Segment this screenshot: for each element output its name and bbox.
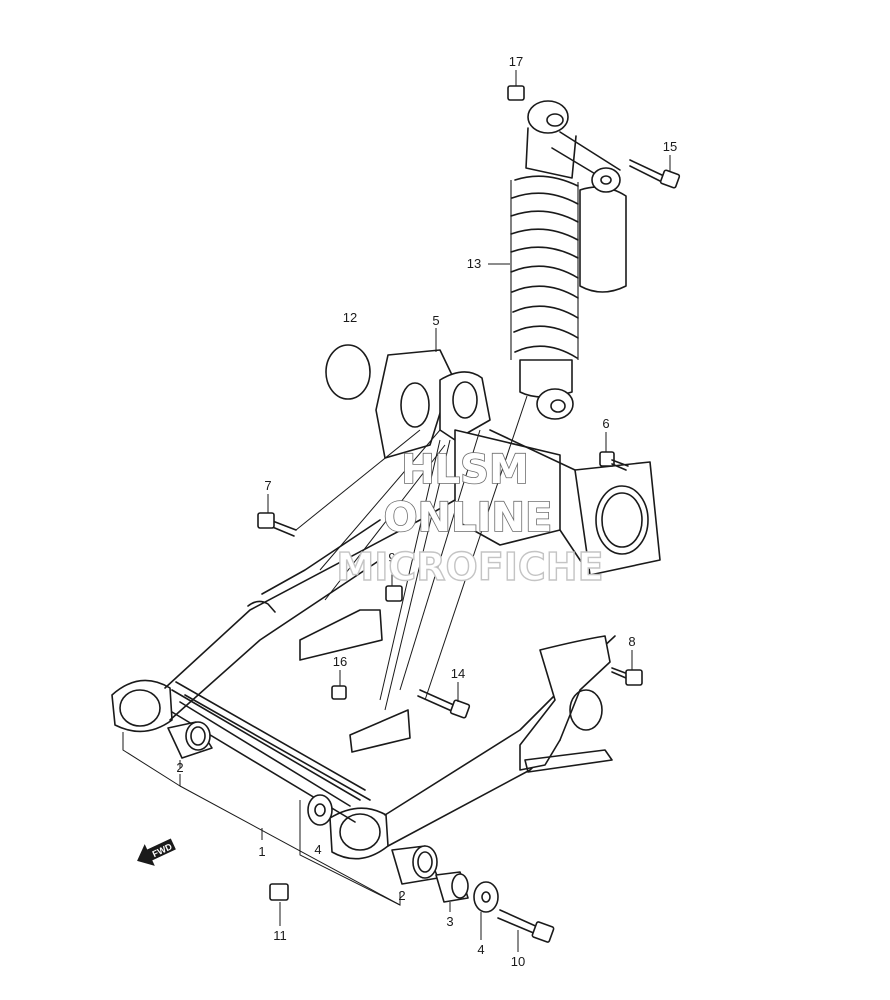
callout-7: 7 (264, 478, 271, 493)
bearing-2-left[interactable] (167, 721, 213, 768)
o-ring-12[interactable] (325, 344, 371, 400)
callout-8: 8 (628, 634, 635, 649)
callout-15: 15 (663, 139, 677, 154)
bearing-2-right[interactable] (391, 845, 439, 885)
callout-3: 3 (446, 914, 453, 929)
bracket-5[interactable] (375, 328, 491, 459)
bolt-10[interactable] (497, 909, 555, 952)
callout-13: 13 (467, 256, 481, 271)
callout-16: 16 (333, 654, 347, 669)
nut-11[interactable] (269, 883, 289, 926)
construction-lines (122, 395, 528, 906)
callout-2-right: 2 (398, 888, 405, 903)
callout-5: 5 (432, 313, 439, 328)
callout-4-left: 4 (314, 842, 321, 857)
collar-4-hole (314, 803, 326, 817)
bolt-14[interactable] (417, 682, 471, 719)
washer-4[interactable] (473, 881, 499, 940)
spacer-3[interactable] (435, 871, 469, 912)
bolt-6[interactable] (599, 432, 629, 471)
fwd-arrow-icon: FWD (137, 838, 176, 866)
collar-4[interactable] (307, 794, 333, 826)
bolt-8[interactable] (611, 650, 643, 686)
nut-17[interactable] (507, 70, 525, 101)
shock-absorber[interactable] (510, 100, 627, 420)
callout-2-left: 2 (176, 760, 183, 775)
callout-4-right: 4 (477, 942, 484, 957)
swingarm-1[interactable] (111, 429, 661, 860)
callout-10: 10 (511, 954, 525, 969)
watermark-line1: HLSM (401, 447, 529, 493)
watermark-line2: ONLINE (384, 495, 553, 541)
callout-1: 1 (258, 844, 265, 859)
callout-14: 14 (451, 666, 465, 681)
callout-6: 6 (602, 416, 609, 431)
watermark-line3: MICROFICHE (336, 545, 603, 589)
callout-12: 12 (343, 310, 357, 325)
nut-16[interactable] (331, 670, 347, 700)
bolt-7[interactable] (257, 494, 297, 537)
bolt-9[interactable] (385, 566, 403, 602)
callout-9: 9 (388, 550, 395, 565)
callout-17: 17 (509, 54, 523, 69)
bolt-15[interactable] (629, 155, 681, 189)
callout-11: 11 (273, 928, 287, 943)
